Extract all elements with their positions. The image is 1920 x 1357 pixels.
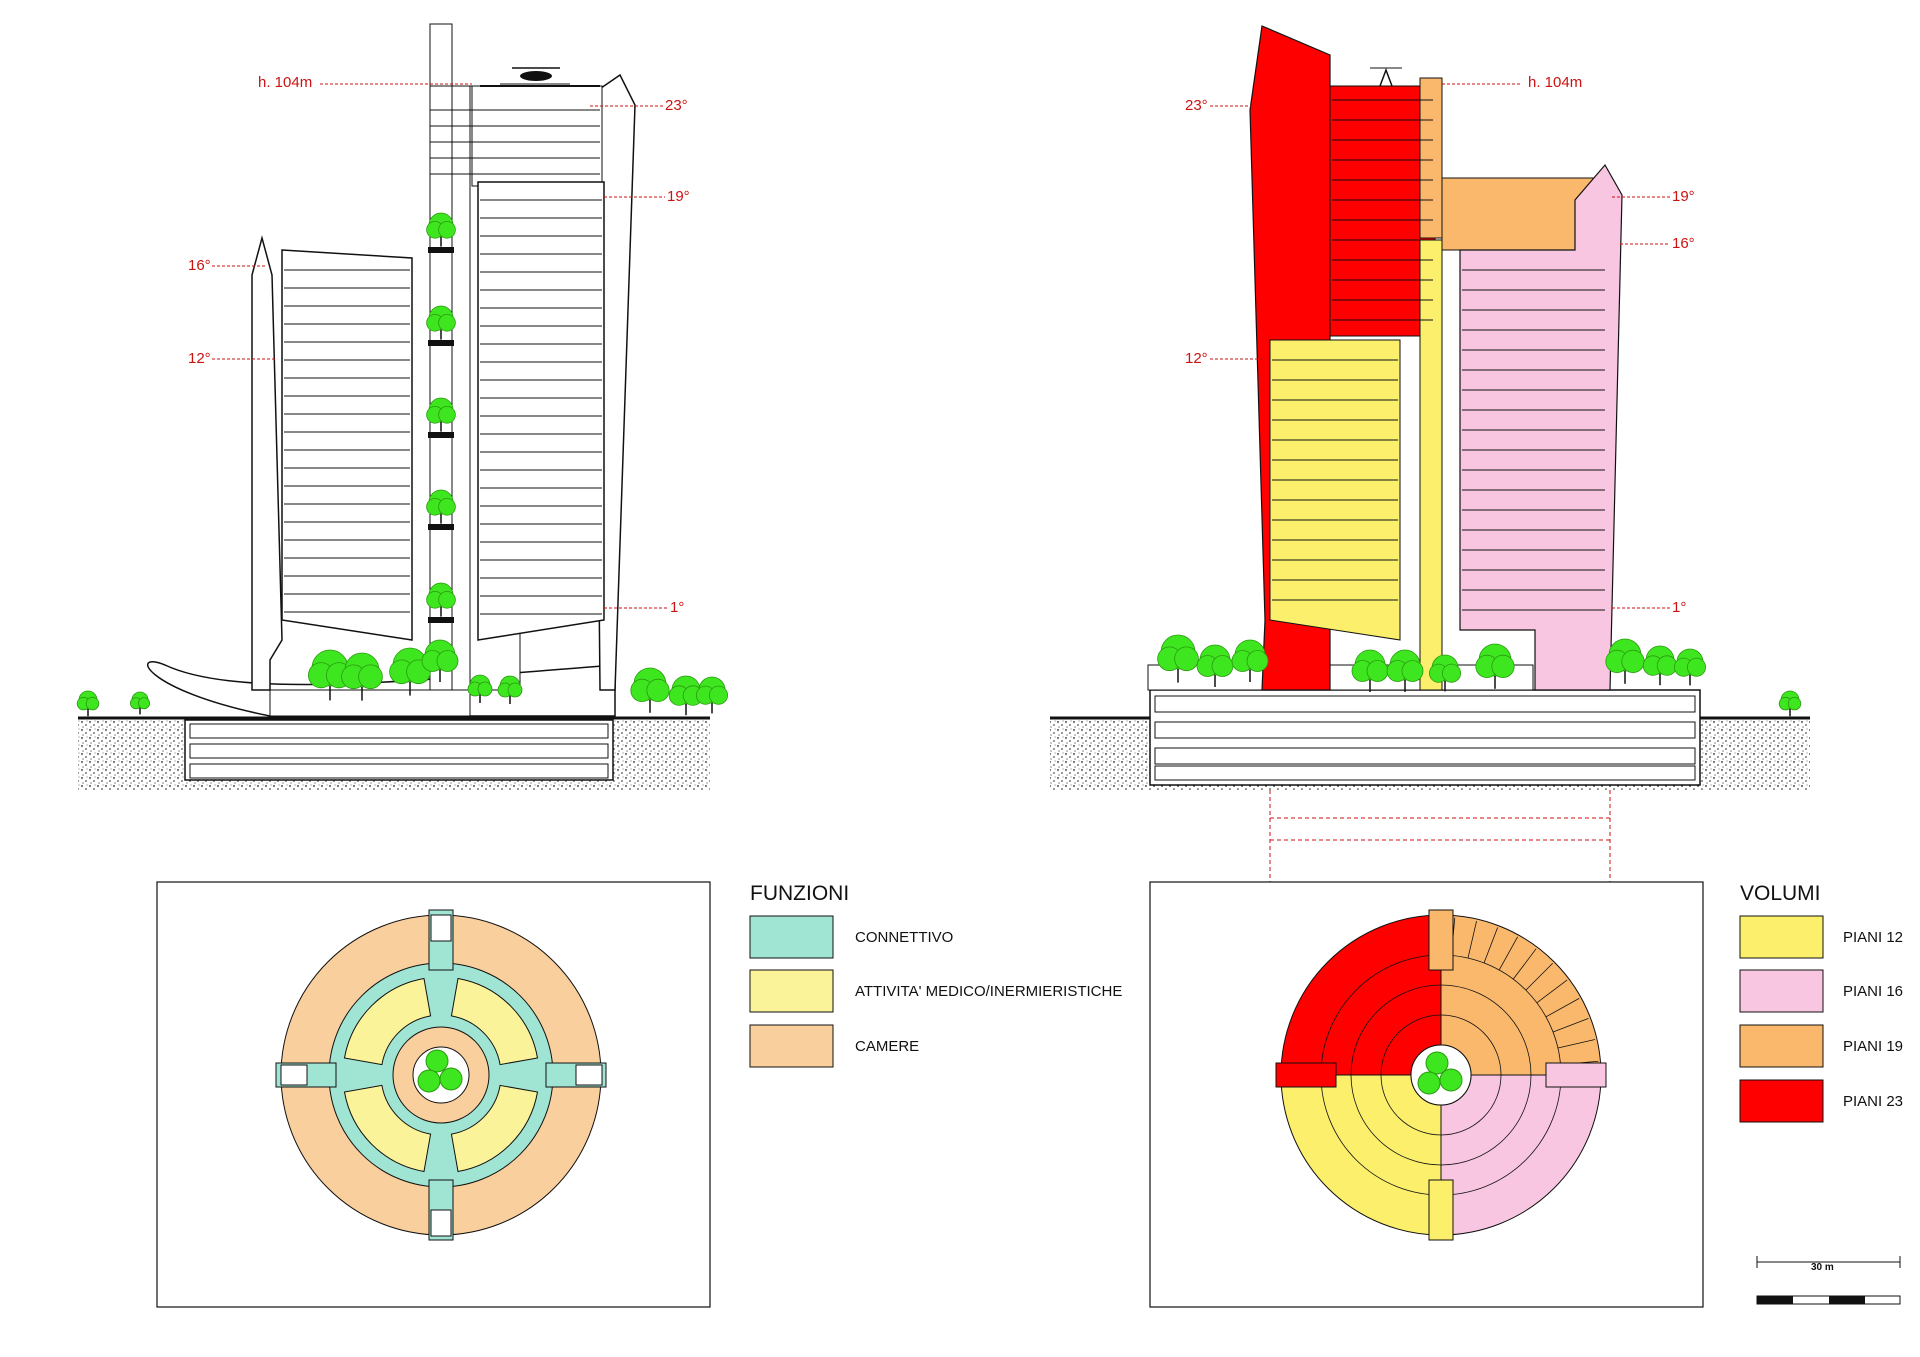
legend-swatch-attivita	[749, 969, 834, 1013]
plan-tree	[1439, 1068, 1463, 1092]
legend-swatch-connettivo	[749, 915, 834, 959]
legend-label-piani-16: PIANI 16	[1843, 983, 1903, 1000]
legend-swatch-piani-16	[1739, 969, 1824, 1013]
funzioni-plan	[156, 881, 711, 1308]
plan-tree	[439, 1067, 463, 1091]
plan-stair	[575, 1064, 603, 1086]
volume-piani-12	[1269, 339, 1401, 641]
right-block	[477, 181, 605, 641]
legend-label-piani-19: PIANI 19	[1843, 1038, 1903, 1055]
legend-label-attivita: ATTIVITA' MEDICO/INERMIERISTICHE	[855, 983, 1122, 1000]
ground-tree	[1429, 654, 1462, 692]
atrium-tree	[426, 305, 456, 340]
left-level-1: 1°	[670, 599, 684, 616]
right-height-label: h. 104m	[1528, 74, 1582, 91]
projection-lines	[1269, 790, 1611, 1040]
legend-label-connettivo: CONNETTIVO	[855, 929, 953, 946]
ground-tree	[129, 691, 150, 715]
ground-tree	[1674, 648, 1707, 686]
plan-tree	[1425, 1051, 1449, 1075]
left-wing-outer	[251, 235, 283, 691]
rooftop-antenna-icon	[1370, 67, 1402, 87]
ground-tree	[1475, 643, 1515, 689]
right-floor-lines	[1272, 99, 1605, 611]
ground-tree	[1231, 639, 1269, 682]
scale-bar: 30 m	[1756, 1256, 1901, 1305]
left-level-12: 12°	[188, 350, 211, 367]
left-elevation: h. 104m 23° 19° 16° 12° 1°	[76, 23, 729, 790]
ground-tree	[341, 652, 383, 701]
legend-label-piani-23: PIANI 23	[1843, 1093, 1903, 1110]
ground-tree	[696, 676, 729, 714]
plan-stair	[430, 914, 452, 942]
top-floors	[430, 109, 600, 175]
legend-volumi-title: VOLUMI	[1740, 882, 1821, 905]
right-elevation: h. 104m 23° 19° 16° 12° 1°	[1050, 25, 1810, 1040]
right-level-19: 19°	[1672, 188, 1695, 205]
legend-label-camere: CAMERE	[855, 1038, 919, 1055]
right-level-16: 16°	[1672, 235, 1695, 252]
plan-tree	[417, 1069, 441, 1093]
volume-piani-23-block	[1329, 85, 1436, 337]
left-level-19: 19°	[667, 188, 690, 205]
left-level-16: 16°	[188, 257, 211, 274]
legend-swatch-piani-12	[1739, 915, 1824, 959]
left-block	[281, 249, 413, 641]
scale-label: 30 m	[1811, 1262, 1834, 1273]
volumi-plan	[1149, 881, 1704, 1308]
left-level-markers: h. 104m 23° 19° 16° 12° 1°	[188, 74, 690, 616]
right-level-23: 23°	[1185, 97, 1208, 114]
volume-piani-16	[1459, 163, 1623, 691]
ground-tree	[630, 667, 670, 713]
legend-label-piani-12: PIANI 12	[1843, 929, 1903, 946]
helicopter-icon	[480, 67, 600, 87]
plan-tree	[425, 1049, 449, 1073]
ground-tree	[1386, 649, 1424, 692]
ground-tree	[1196, 644, 1234, 687]
atrium-tree	[426, 212, 456, 247]
ground-tree	[1605, 638, 1645, 684]
ground-tree	[497, 675, 523, 704]
ground-tree	[76, 690, 100, 717]
legend-funzioni: FUNZIONI CONNETTIVO ATTIVITA' MEDICO/INE…	[749, 882, 1122, 1068]
legend-swatch-camere	[749, 1024, 834, 1068]
atrium-tree	[426, 489, 456, 524]
right-level-1: 1°	[1672, 599, 1686, 616]
ground-tree	[421, 639, 459, 682]
ground-tree	[1157, 634, 1199, 683]
legend-swatch-piani-23	[1739, 1079, 1824, 1123]
atrium-tree	[426, 582, 456, 617]
legend-swatch-piani-19	[1739, 1024, 1824, 1068]
plan-tree	[1417, 1071, 1441, 1095]
left-height-label: h. 104m	[258, 74, 312, 91]
atrium-tree	[426, 397, 456, 432]
volume-piani-19-shaft	[1419, 77, 1443, 239]
right-level-markers: h. 104m 23° 19° 16° 12° 1°	[1185, 74, 1695, 616]
legend-funzioni-title: FUNZIONI	[750, 882, 849, 905]
legend-volumi: VOLUMI PIANI 12 PIANI 16 PIANI 19 PIANI …	[1739, 882, 1903, 1123]
ground-tree	[1778, 690, 1802, 717]
right-level-12: 12°	[1185, 350, 1208, 367]
plan-stair	[280, 1064, 308, 1086]
volume-piani-12-shaft	[1419, 239, 1443, 691]
ground-tree	[1642, 645, 1678, 686]
plan-stair	[430, 1209, 452, 1237]
left-level-23: 23°	[665, 97, 688, 114]
ground-tree	[467, 674, 493, 703]
